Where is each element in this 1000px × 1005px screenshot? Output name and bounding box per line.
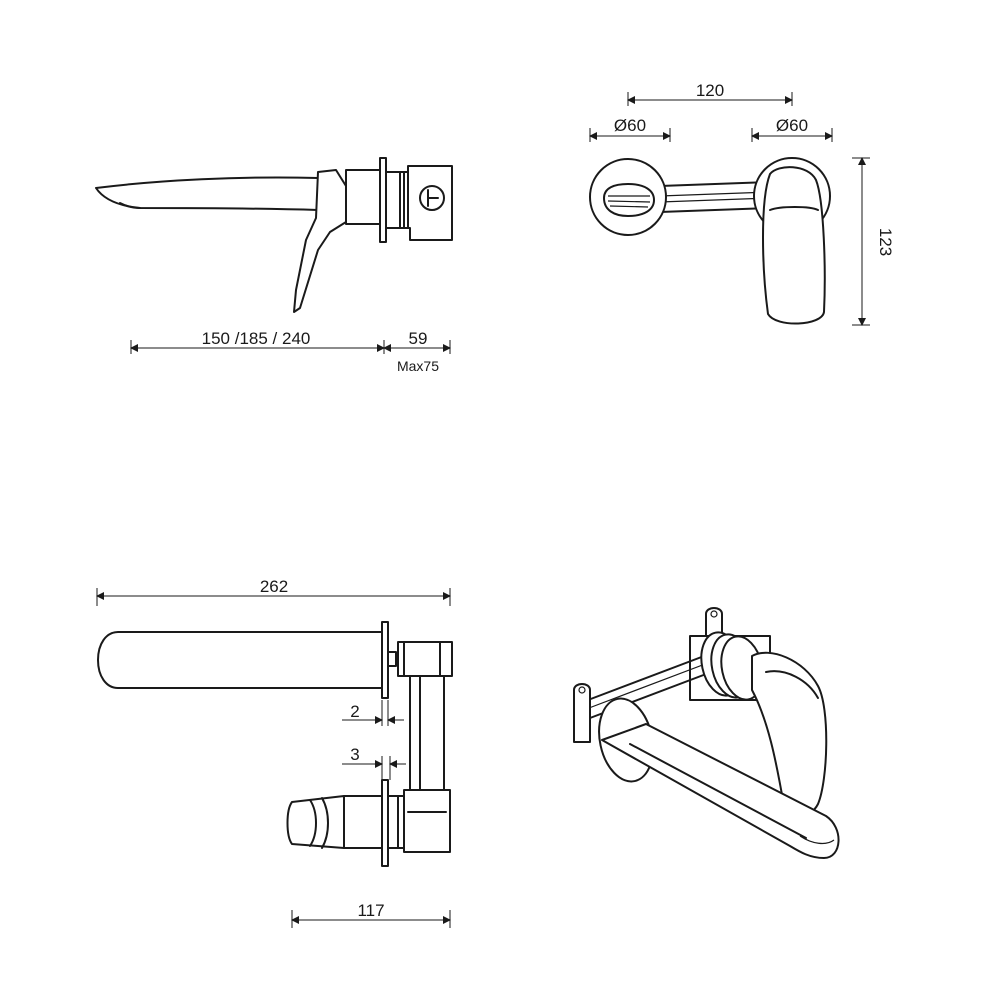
dim-front-left-dia: Ø60 [614,116,646,135]
side-body [345,169,381,225]
dim-top-gap-2: 2 [350,702,359,721]
dim-side-spout-length: 150 /185 / 240 [202,329,311,348]
dim-top-depth: 117 [357,901,384,920]
front-view: 120 Ø60 Ø60 123 [589,81,895,326]
top-upper-block [397,641,453,677]
front-lever-handle [762,166,826,325]
top-lever-body [343,795,383,849]
front-spout-outlet [603,183,655,217]
dim-top-gap-3: 3 [350,745,359,764]
isometric-view [573,607,840,859]
dim-side-wall-depth: 59 [409,329,428,348]
side-view: 150 /185 / 240 59 Max75 [95,157,453,374]
top-spout [97,631,383,689]
side-spout [95,176,319,211]
side-lever-handle [293,169,347,313]
dim-front-centers: 120 [696,81,724,100]
dim-front-height: 123 [876,228,895,256]
dim-top-total-length: 262 [260,577,288,596]
dim-front-right-dia: Ø60 [776,116,808,135]
top-lower-block [403,789,451,853]
top-view: 262 2 3 117 [96,577,453,928]
iso-lever-handle [751,651,828,817]
dim-side-wall-max: Max75 [397,358,439,374]
